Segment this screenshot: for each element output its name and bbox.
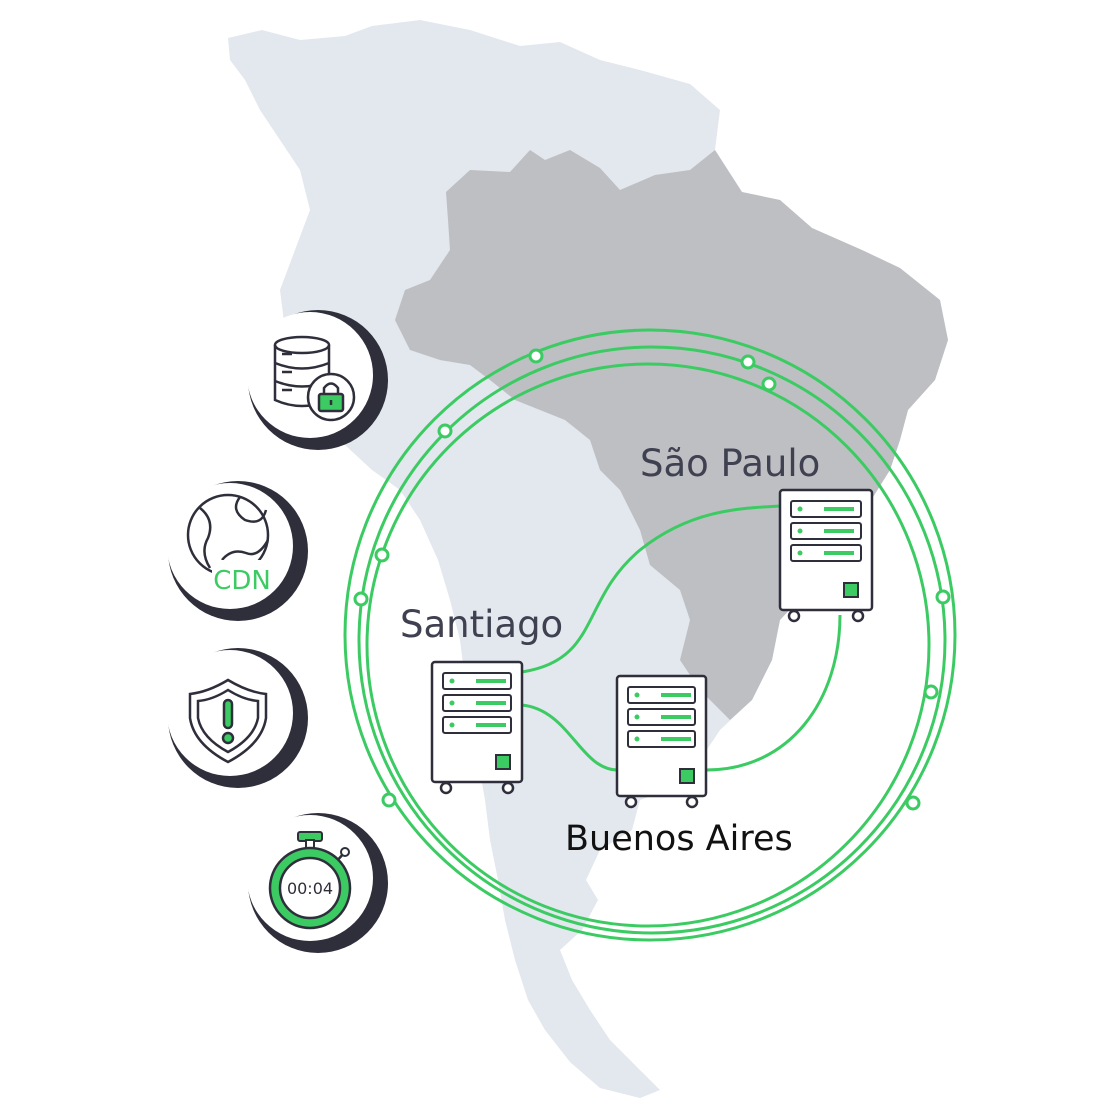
orbit-node xyxy=(740,354,756,370)
feature-badge-secure-database xyxy=(247,310,388,450)
server-rack-sao-paulo xyxy=(778,488,874,623)
feature-badge-latency: 00:04 xyxy=(247,813,388,953)
link-buenos-aires-sao-paulo xyxy=(705,614,842,772)
orbit-ring-outer xyxy=(343,328,957,942)
city-label-santiago: Santiago xyxy=(400,603,563,646)
orbit-node xyxy=(935,589,951,605)
orbit-node xyxy=(353,591,369,607)
cdn-label: CDN xyxy=(213,566,271,596)
server-rack-buenos-aires xyxy=(615,674,708,809)
server-connections xyxy=(521,504,842,772)
orbit-node xyxy=(374,547,390,563)
database-lock-icon xyxy=(273,335,356,422)
stopwatch-time: 00:04 xyxy=(287,879,333,898)
orbit-node xyxy=(528,348,544,364)
orbit-ring-inner xyxy=(365,362,931,928)
city-label-buenos-aires: Buenos Aires xyxy=(565,819,793,859)
orbit-ring-middle xyxy=(357,345,947,935)
server-rack-santiago xyxy=(430,660,524,795)
shield-alert-icon xyxy=(188,678,268,764)
orbit-node xyxy=(923,684,939,700)
orbit-rings xyxy=(343,328,957,942)
orbit-node xyxy=(761,376,777,392)
orbit-node xyxy=(905,795,921,811)
city-label-sao-paulo: São Paulo xyxy=(640,442,820,485)
orbit-node xyxy=(437,423,453,439)
link-santiago-sao-paulo xyxy=(521,504,781,674)
orbit-node xyxy=(381,792,397,808)
link-santiago-buenos-aires xyxy=(521,703,619,772)
feature-badge-cdn: CDN xyxy=(167,481,308,621)
feature-badge-security xyxy=(167,648,308,788)
stopwatch-icon xyxy=(268,831,352,930)
orbit-nodes xyxy=(353,348,951,811)
